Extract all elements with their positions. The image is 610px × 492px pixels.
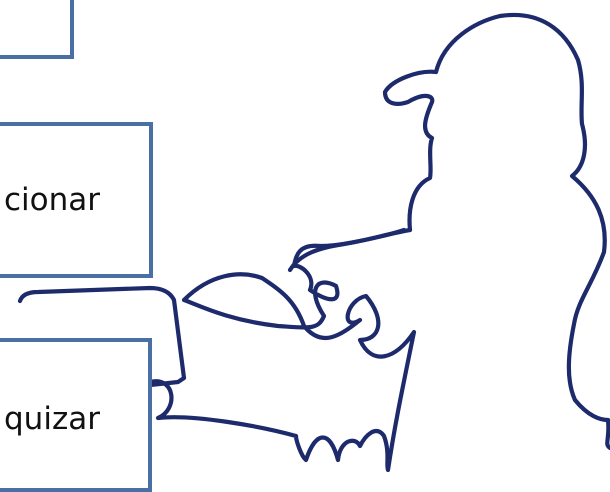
hand-outline: [290, 230, 404, 270]
middle-label-text: cionar: [4, 185, 100, 216]
bottom-label-text: quizar: [4, 404, 100, 435]
diagram-canvas: cionar quizar: [0, 0, 610, 472]
middle-label-box: cionar: [0, 122, 153, 278]
worker-silhouette-outline: [150, 15, 610, 470]
top-label-box: [0, 0, 74, 59]
bottom-label-box: quizar: [0, 338, 152, 492]
